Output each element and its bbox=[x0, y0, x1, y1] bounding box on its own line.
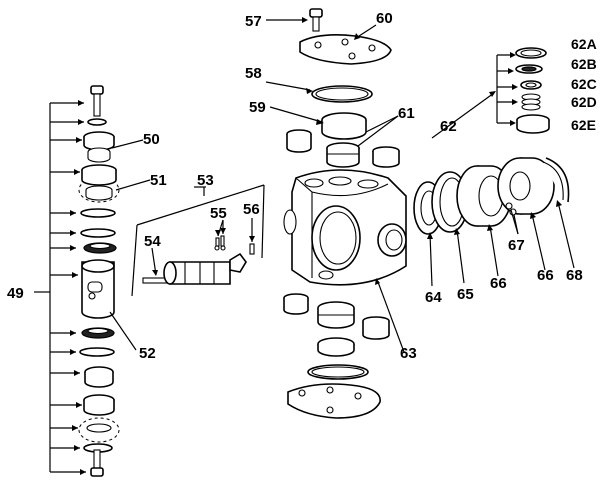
callout-52: 52 bbox=[139, 345, 156, 362]
main-housing-group bbox=[283, 169, 407, 353]
callout-66-left: 66 bbox=[490, 275, 507, 292]
callout-62: 62 bbox=[440, 118, 457, 135]
callout-57: 57 bbox=[245, 13, 262, 30]
callout-58: 58 bbox=[245, 65, 262, 82]
callout-51: 51 bbox=[150, 172, 167, 189]
callout-54: 54 bbox=[144, 233, 161, 250]
callout-56: 56 bbox=[243, 201, 260, 218]
callout-53: 53 bbox=[197, 172, 214, 189]
callout-50: 50 bbox=[143, 131, 160, 148]
callout-67: 67 bbox=[508, 237, 525, 254]
left-assembly-group bbox=[34, 85, 151, 477]
right-side-group bbox=[413, 47, 575, 287]
shaft-assembly-group bbox=[131, 184, 265, 297]
callout-62b: 62B bbox=[571, 56, 597, 72]
callout-59: 59 bbox=[249, 99, 266, 116]
callout-labels: 49 50 51 52 53 54 55 56 57 58 59 60 61 6… bbox=[7, 10, 597, 362]
callout-62e: 62E bbox=[571, 117, 596, 133]
callout-49: 49 bbox=[7, 285, 24, 302]
top-cover-group bbox=[265, 8, 400, 168]
callout-62c: 62C bbox=[571, 76, 597, 92]
callout-65: 65 bbox=[457, 286, 474, 303]
callout-60: 60 bbox=[376, 10, 393, 27]
callout-61: 61 bbox=[398, 105, 415, 122]
callout-68: 68 bbox=[566, 267, 583, 284]
callout-66-right: 66 bbox=[537, 267, 554, 284]
callout-55: 55 bbox=[210, 205, 227, 222]
callout-64: 64 bbox=[425, 289, 442, 306]
callout-62a: 62A bbox=[571, 36, 597, 52]
bottom-parts-group bbox=[283, 293, 390, 419]
callout-62d: 62D bbox=[571, 94, 597, 110]
callout-63: 63 bbox=[400, 345, 417, 362]
